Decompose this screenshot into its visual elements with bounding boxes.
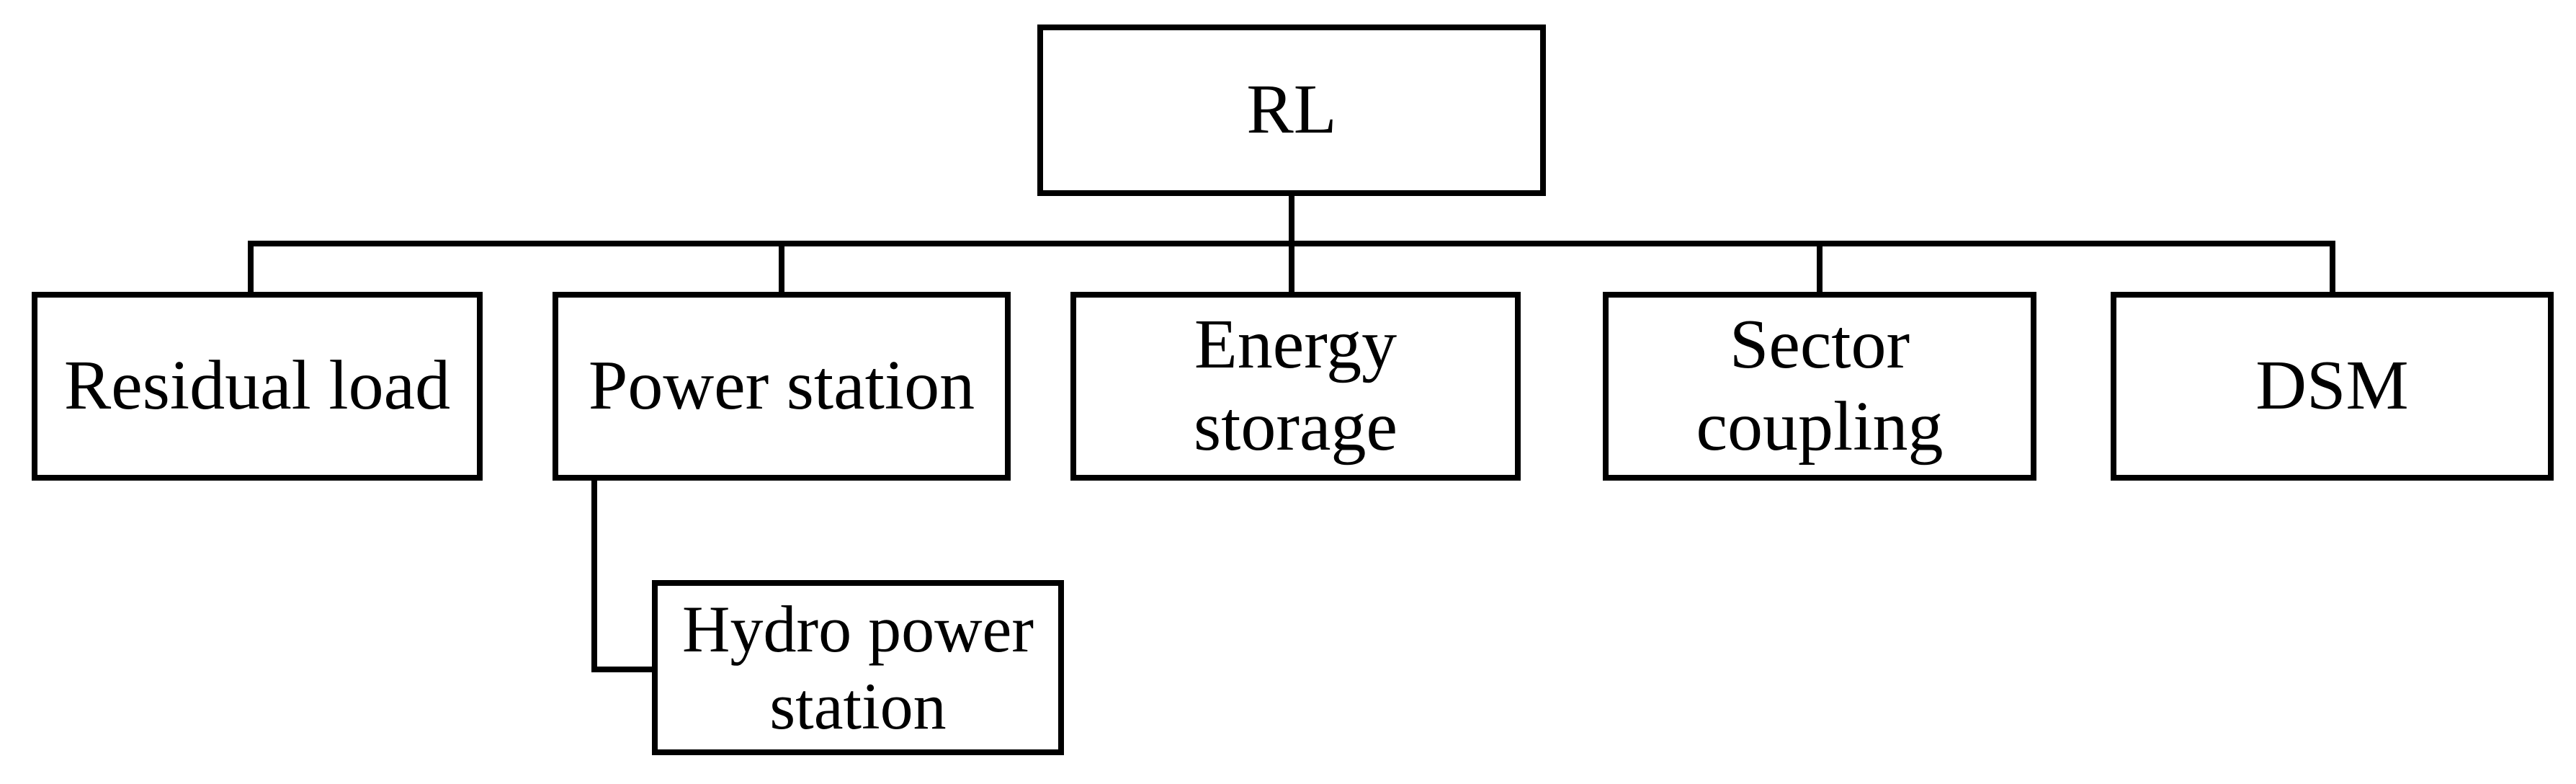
connector-drop-residual-load (248, 241, 254, 295)
node-residual-load-label: Residual load (63, 347, 451, 425)
node-energy-storage-label: Energy storage (1194, 306, 1397, 466)
connector-drop-dsm (2330, 241, 2335, 295)
node-hydro-power-station: Hydro power station (652, 580, 1064, 755)
node-rl: RL (1037, 24, 1546, 196)
connector-drop-sector-coupling (1817, 241, 1823, 295)
connector-drop-power-station (779, 241, 784, 295)
connector-hydro-horizontal (591, 667, 658, 672)
connector-hydro-vertical (591, 476, 597, 672)
node-sector-coupling-label: Sector coupling (1696, 306, 1944, 466)
connector-bus-line (248, 241, 2335, 246)
node-sector-coupling: Sector coupling (1603, 292, 2036, 481)
node-dsm-label: DSM (2255, 347, 2409, 425)
node-power-station-label: Power station (588, 347, 975, 425)
node-rl-label: RL (1246, 71, 1337, 149)
node-residual-load: Residual load (32, 292, 483, 481)
node-energy-storage: Energy storage (1070, 292, 1521, 481)
node-dsm: DSM (2111, 292, 2554, 481)
node-power-station: Power station (553, 292, 1011, 481)
node-hydro-power-station-label: Hydro power station (682, 592, 1034, 743)
